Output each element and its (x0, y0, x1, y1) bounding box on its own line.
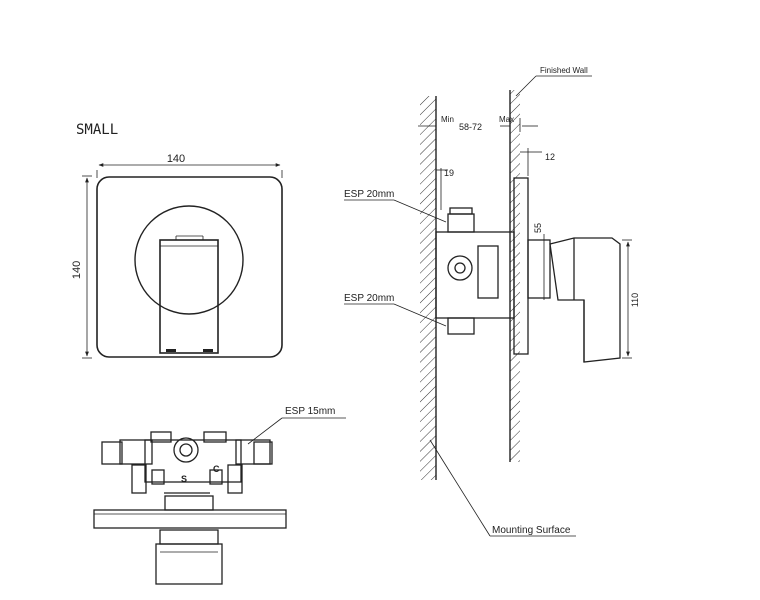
side-port (447, 255, 473, 281)
top-outlet (447, 213, 475, 233)
dim-55-label: 55 (533, 223, 543, 233)
esp-20-top-label: ESP 20mm (344, 189, 394, 200)
left-inlet (119, 439, 153, 465)
dim-19-label: 19 (444, 168, 454, 178)
esp-15-label: ESP 15mm (285, 406, 335, 417)
spindle-cap (155, 543, 223, 585)
trim-ring (134, 205, 244, 315)
front-view (82, 163, 283, 359)
finished-wall (510, 90, 520, 462)
mounting-wall (420, 96, 436, 480)
mounting-surface-label: Mounting Surface (492, 525, 571, 536)
width-dimension-label: 140 (167, 153, 185, 165)
dim-110-label: 110 (630, 293, 640, 307)
mounting-plate (93, 509, 287, 529)
cover-plate (96, 176, 283, 358)
finished-wall-label: Finished Wall (540, 66, 588, 75)
max-label: Max (499, 115, 514, 124)
mark-c: C (213, 464, 220, 474)
lever-handle (159, 239, 219, 354)
esp-20-bottom-label: ESP 20mm (344, 293, 394, 304)
range-label: 58-72 (459, 122, 482, 132)
view-title: SMALL (76, 122, 118, 138)
height-dimension-label: 140 (71, 261, 83, 279)
side-view (344, 75, 632, 537)
valve-body (144, 439, 242, 483)
mark-s: S (181, 474, 187, 484)
side-valve-body (435, 231, 515, 319)
dim-12-label: 12 (545, 152, 555, 162)
min-label: Min (441, 115, 454, 124)
bottom-outlet (447, 317, 475, 335)
bottom-view (93, 417, 346, 585)
cartridge-port (173, 437, 199, 463)
side-lever-handle (549, 237, 621, 363)
